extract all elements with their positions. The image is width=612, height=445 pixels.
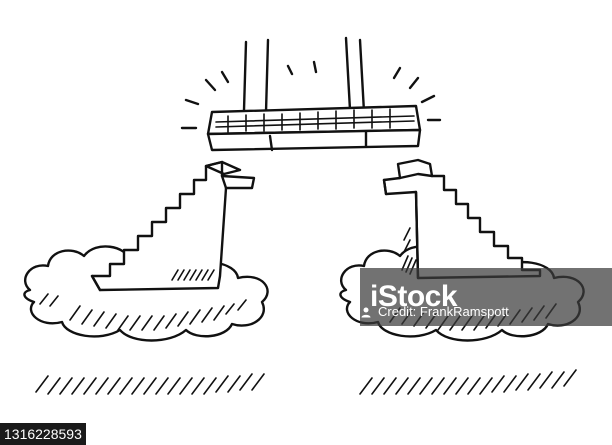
watermark-brand: iStock <box>370 280 458 313</box>
image-id-badge: 1316228593 <box>0 423 86 445</box>
person-icon <box>361 307 371 317</box>
left-staircase <box>90 160 256 292</box>
watermark-credit-text: Credit: FrankRamspott <box>378 304 509 319</box>
ground-hatching-left <box>35 373 265 395</box>
watermark-credit: Credit: FrankRamspott <box>360 304 509 319</box>
bridge-deck <box>206 104 422 152</box>
ground-hatching-right <box>359 369 577 395</box>
hanging-cables <box>242 36 366 114</box>
motion-lines <box>180 60 442 130</box>
watermark-panel: iStock <box>360 268 612 326</box>
